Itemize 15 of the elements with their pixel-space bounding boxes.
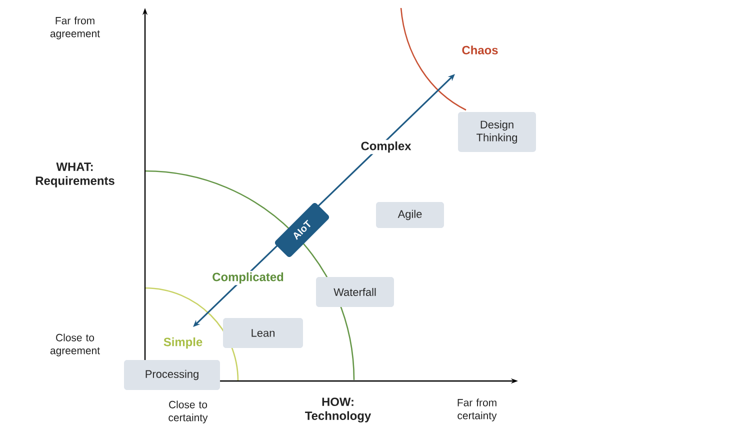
axis-label: HOW: Technology <box>305 398 372 422</box>
method-box: Design Thinking <box>458 112 536 152</box>
zone-label: Complex <box>359 140 413 154</box>
axis-label: Far from certainty <box>458 398 497 422</box>
method-box: Lean <box>223 318 303 348</box>
zone-label: Chaos <box>460 44 500 56</box>
axis-label: WHAT: Requirements <box>36 162 114 188</box>
method-box: Waterfall <box>316 277 394 307</box>
axis-label: Close to certainty <box>168 400 208 424</box>
zone-label: Complicated <box>210 270 286 286</box>
method-box: Processing <box>124 360 220 390</box>
method-box: Agile <box>376 202 444 228</box>
axis-label: Far from agreement <box>50 16 100 40</box>
zone-label: Simple <box>162 336 204 350</box>
axis-label: Close to agreement <box>50 334 100 356</box>
